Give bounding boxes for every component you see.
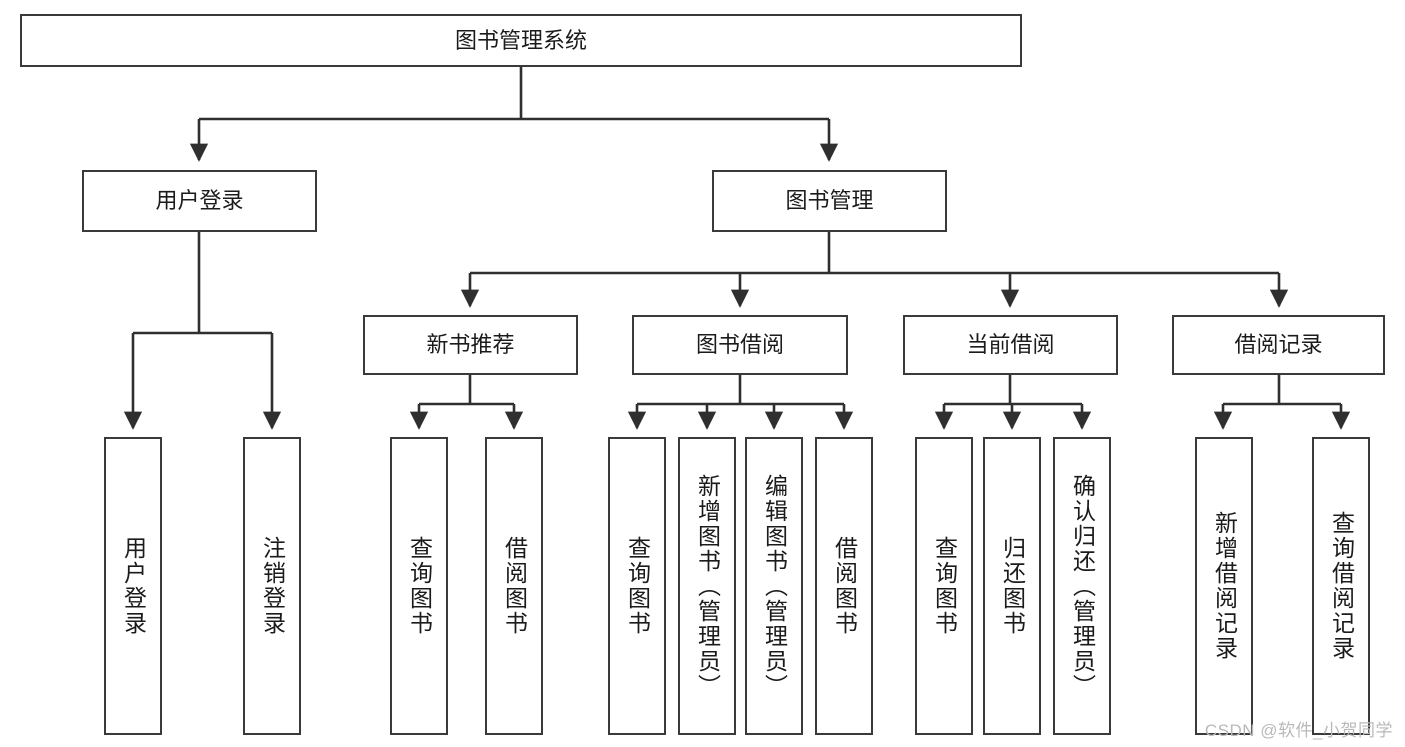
node-leaf-borrow-book-2-label: 借阅图书 (831, 536, 858, 636)
node-borrow-record-label: 借阅记录 (1234, 332, 1323, 358)
watermark: CSDN @软件_小贺同学 (1204, 721, 1393, 740)
node-book-borrow[interactable]: 图书借阅 (632, 315, 848, 375)
node-leaf-query-book-3-label: 查询图书 (931, 536, 958, 636)
node-current-borrow-label: 当前借阅 (966, 332, 1055, 358)
node-leaf-borrow-book-2[interactable]: 借阅图书 (815, 437, 873, 735)
node-book-borrow-label: 图书借阅 (695, 332, 784, 358)
node-leaf-add-record-label: 新增借阅记录 (1211, 511, 1238, 661)
node-borrow-record[interactable]: 借阅记录 (1172, 315, 1385, 375)
node-leaf-borrow-book-1-label: 借阅图书 (501, 536, 528, 636)
node-user-login-label: 用户登录 (155, 188, 244, 214)
node-book-manage-label: 图书管理 (785, 188, 874, 214)
node-new-book-recommend[interactable]: 新书推荐 (363, 315, 578, 375)
node-leaf-add-book[interactable]: 新增图书（管理员） (678, 437, 736, 735)
node-root[interactable]: 图书管理系统 (20, 14, 1022, 67)
node-user-login[interactable]: 用户登录 (82, 170, 317, 232)
node-leaf-confirm-return[interactable]: 确认归还（管理员） (1053, 437, 1111, 735)
node-leaf-borrow-book-1[interactable]: 借阅图书 (485, 437, 543, 735)
node-root-label: 图书管理系统 (454, 27, 587, 53)
node-leaf-query-book-1-label: 查询图书 (406, 536, 433, 636)
node-leaf-query-book-2[interactable]: 查询图书 (608, 437, 666, 735)
node-leaf-query-record[interactable]: 查询借阅记录 (1312, 437, 1370, 735)
node-leaf-confirm-return-label: 确认归还（管理员） (1069, 473, 1096, 699)
node-leaf-logout[interactable]: 注销登录 (243, 437, 301, 735)
node-leaf-user-login-label: 用户登录 (120, 536, 147, 636)
node-leaf-add-record[interactable]: 新增借阅记录 (1195, 437, 1253, 735)
node-leaf-query-record-label: 查询借阅记录 (1328, 511, 1355, 661)
node-new-book-recommend-label: 新书推荐 (426, 332, 515, 358)
node-leaf-logout-label: 注销登录 (259, 536, 286, 636)
node-leaf-return-book-label: 归还图书 (999, 536, 1026, 636)
node-leaf-query-book-1[interactable]: 查询图书 (390, 437, 448, 735)
node-leaf-user-login[interactable]: 用户登录 (104, 437, 162, 735)
node-leaf-return-book[interactable]: 归还图书 (983, 437, 1041, 735)
node-leaf-query-book-2-label: 查询图书 (624, 536, 651, 636)
node-leaf-edit-book-label: 编辑图书（管理员） (761, 473, 788, 699)
node-leaf-query-book-3[interactable]: 查询图书 (915, 437, 973, 735)
node-book-manage[interactable]: 图书管理 (712, 170, 947, 232)
node-current-borrow[interactable]: 当前借阅 (903, 315, 1118, 375)
node-leaf-add-book-label: 新增图书（管理员） (694, 473, 721, 699)
node-leaf-edit-book[interactable]: 编辑图书（管理员） (745, 437, 803, 735)
